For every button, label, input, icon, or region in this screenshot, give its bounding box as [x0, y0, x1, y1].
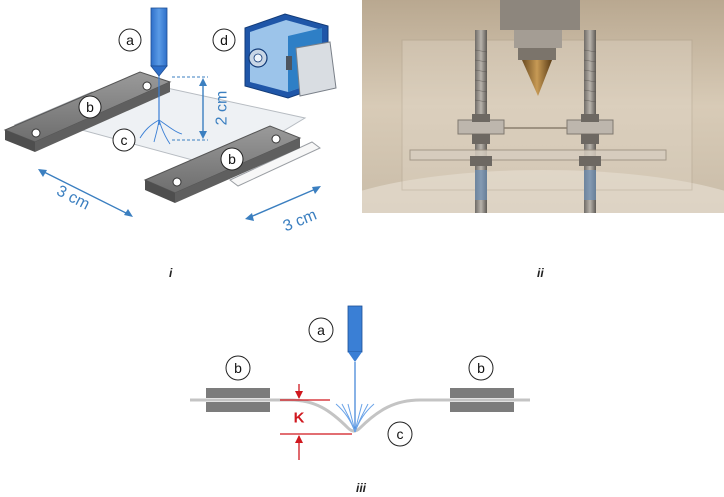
- svg-text:a: a: [317, 322, 325, 338]
- label-b-left: b: [78, 95, 102, 119]
- label-b-cross-left: b: [225, 355, 251, 381]
- label-a-cross: a: [308, 317, 334, 343]
- caption-iii: iii: [356, 481, 367, 495]
- spray-nozzle: [139, 7, 183, 145]
- svg-text:a: a: [126, 32, 134, 48]
- label-c-cross: c: [387, 421, 413, 447]
- label-b-cross-right: b: [468, 355, 494, 381]
- svg-text:d: d: [220, 32, 228, 48]
- svg-text:c: c: [397, 426, 404, 442]
- panel-i-schematic: 2 cm 3 cm 3 cm a d b c: [3, 7, 337, 235]
- nozzle-cross: [347, 305, 363, 353]
- clamp-left-top: [206, 388, 270, 398]
- svg-text:c: c: [121, 132, 128, 148]
- jet-fan: [335, 403, 375, 433]
- width-dimension: 3 cm: [38, 169, 133, 217]
- svg-text:b: b: [234, 360, 242, 376]
- depth-dimension: 3 cm: [245, 186, 321, 235]
- clamp-right-top: [450, 388, 514, 398]
- panel-iii-cross-section: K a b b c: [190, 305, 530, 460]
- depth-label: 3 cm: [281, 207, 320, 236]
- label-a: a: [118, 28, 142, 52]
- svg-text:b: b: [477, 360, 485, 376]
- label-b-right: b: [220, 147, 244, 171]
- svg-text:b: b: [86, 99, 94, 115]
- height-label: 2 cm: [214, 91, 231, 126]
- chamber-icon: [244, 13, 337, 99]
- deflected-sheet: [190, 398, 530, 433]
- photo-nozzle: [522, 60, 552, 96]
- clamp-left-bottom: [206, 402, 270, 412]
- height-dimension: 2 cm: [172, 76, 231, 141]
- clamp-right-bottom: [450, 402, 514, 412]
- label-d: d: [212, 28, 236, 52]
- caption-i: i: [169, 266, 173, 280]
- deflection-label: K: [294, 410, 305, 427]
- svg-text:b: b: [228, 151, 236, 167]
- caption-ii: ii: [537, 266, 544, 280]
- label-c: c: [112, 128, 136, 152]
- panel-ii-photo: [362, 0, 724, 213]
